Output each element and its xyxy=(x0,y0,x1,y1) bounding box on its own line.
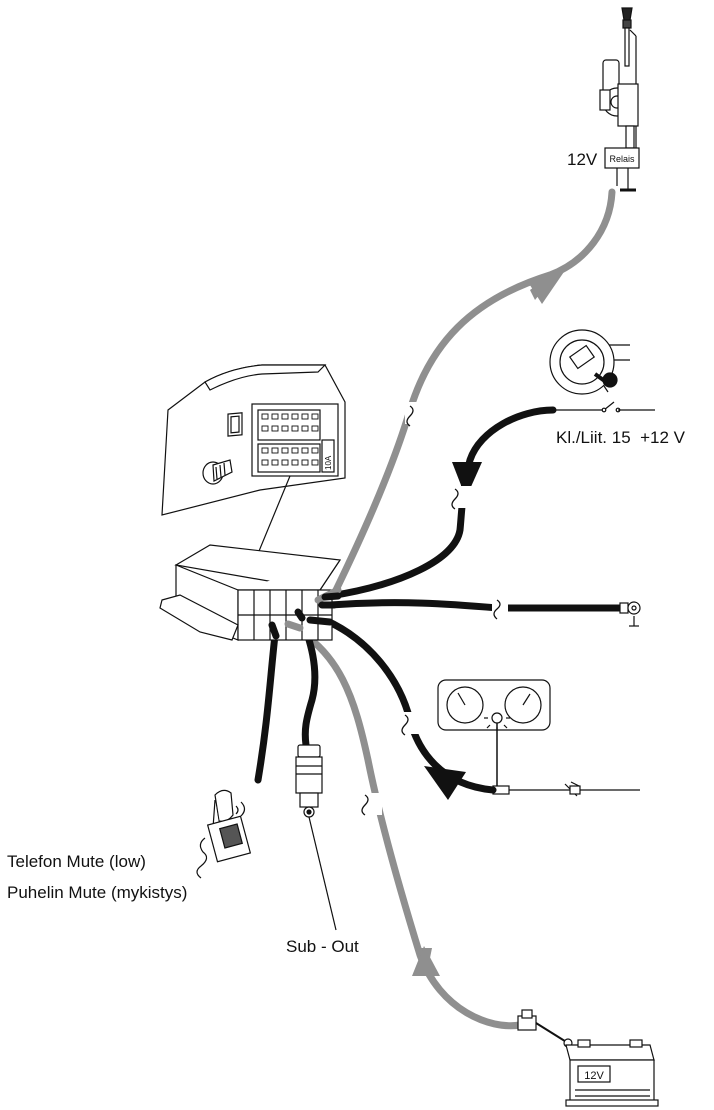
instrument-cluster-icon xyxy=(437,679,640,797)
battery-icon xyxy=(565,1039,659,1107)
phone-mute-label-de: Telefon Mute (low) xyxy=(7,852,146,871)
ignition-switch-icon xyxy=(549,329,630,395)
telephone-icon xyxy=(196,789,252,879)
ground-lug-icon xyxy=(619,601,641,627)
telephone-wire xyxy=(254,631,279,784)
power-antenna-icon xyxy=(599,7,640,192)
sub-out-label: Sub - Out xyxy=(286,937,359,956)
battery-voltage-label: 12V xyxy=(584,1070,604,1082)
rca-plug-icon xyxy=(295,744,323,818)
ignition-contact xyxy=(553,401,655,413)
antenna-voltage-label: 12V xyxy=(567,150,598,169)
battery-clamp xyxy=(517,1009,573,1048)
ignition-label: Kl./Liit. 15 +12 V xyxy=(556,428,685,447)
battery-wire xyxy=(284,621,524,1030)
connector-box-icon xyxy=(159,544,342,641)
phone-mute-label-fi: Puhelin Mute (mykistys) xyxy=(7,883,188,902)
antenna-wire xyxy=(332,188,616,594)
ground-wire xyxy=(326,599,624,612)
radio-chassis-icon xyxy=(161,364,346,516)
ignition-wire xyxy=(326,406,557,600)
relay-label: Relais xyxy=(609,154,635,164)
iso-pins xyxy=(261,413,319,466)
fuse-label: 10A xyxy=(324,455,333,470)
